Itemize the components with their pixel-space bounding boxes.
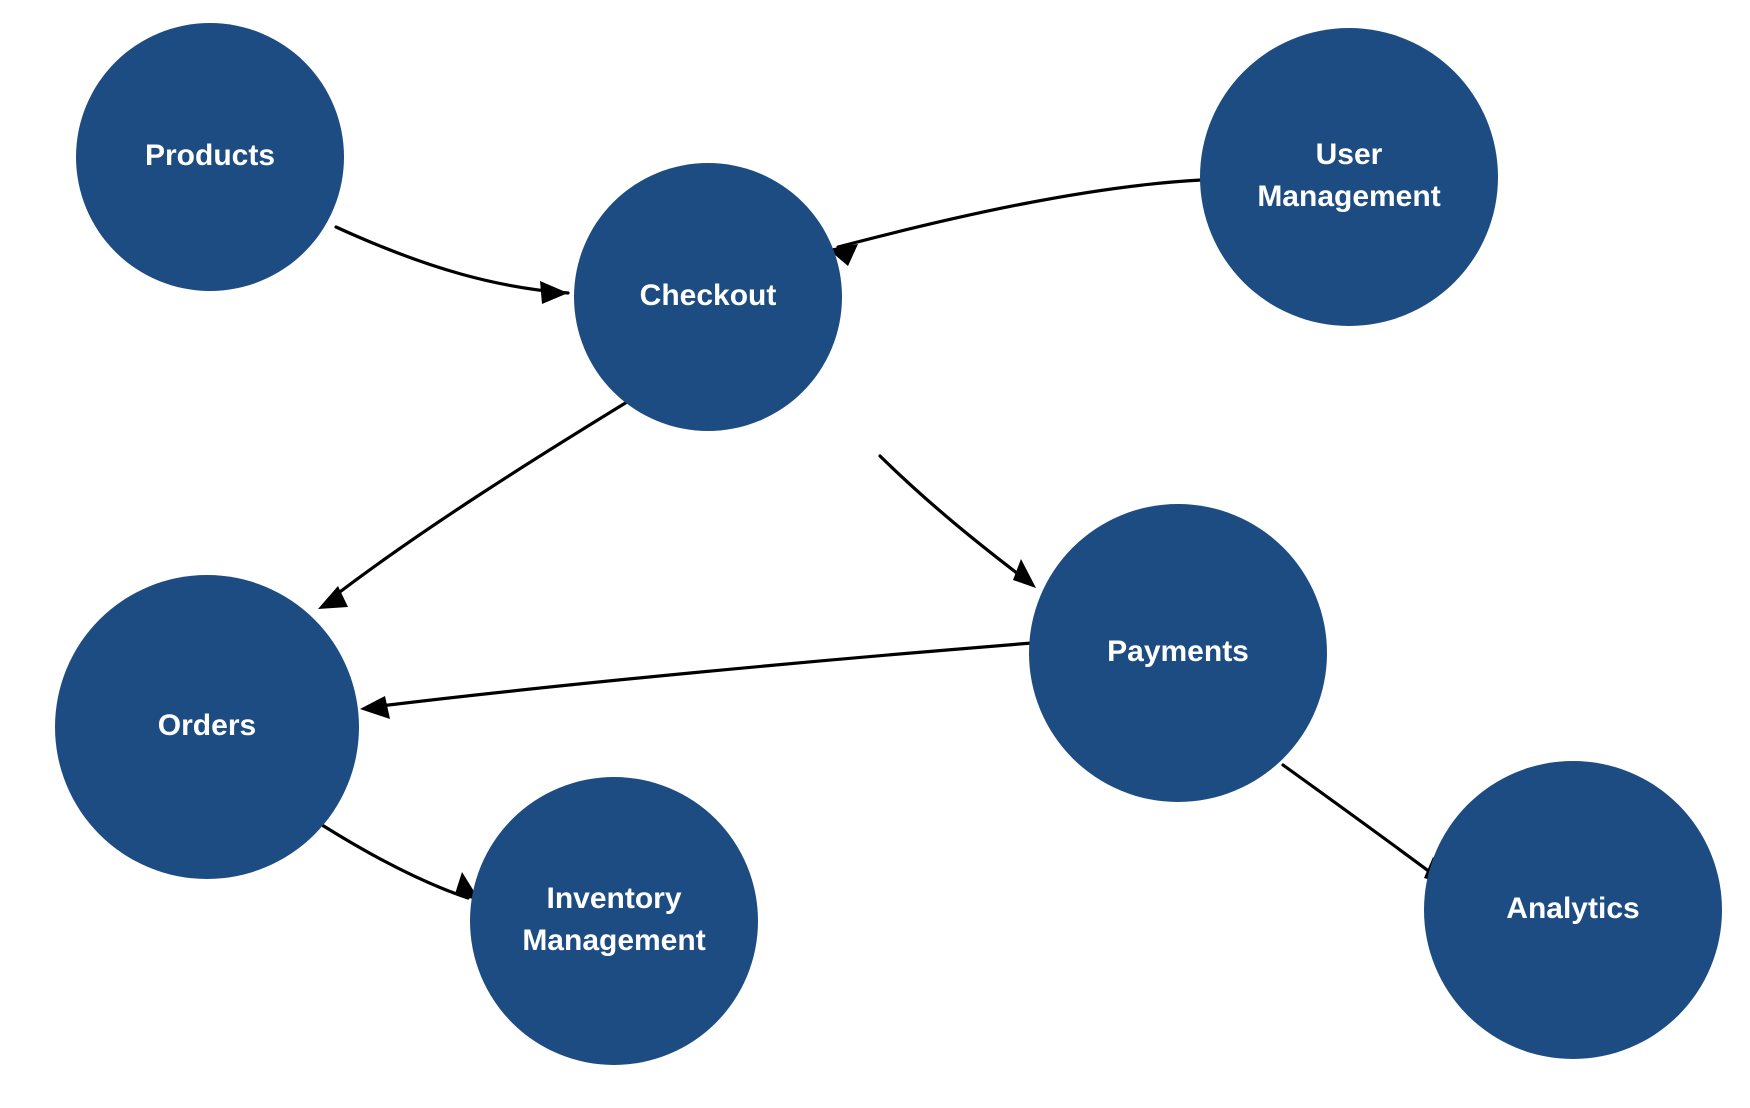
- node-shape[interactable]: [574, 163, 842, 431]
- node-shape[interactable]: [76, 23, 344, 291]
- edge-payments-to-analytics: [1281, 763, 1449, 886]
- edge-orders-to-inventory-management: [320, 823, 480, 901]
- edges-layer: [318, 178, 1449, 901]
- edge-products-to-checkout: [334, 225, 570, 304]
- node-shape[interactable]: [470, 777, 758, 1065]
- edge-checkout-to-payments: [878, 454, 1036, 588]
- edge-line: [370, 641, 1034, 709]
- node-orders[interactable]: Orders: [55, 575, 359, 879]
- node-shape[interactable]: [1029, 504, 1327, 802]
- node-analytics[interactable]: Analytics: [1424, 761, 1722, 1059]
- node-products[interactable]: Products: [76, 23, 344, 291]
- edge-user-management-to-checkout: [828, 178, 1203, 266]
- arrowhead-icon: [540, 281, 568, 304]
- edge-line: [326, 386, 652, 603]
- arrowhead-icon: [828, 244, 858, 266]
- edge-line: [320, 823, 470, 900]
- node-shape[interactable]: [55, 575, 359, 879]
- edge-line: [1281, 763, 1440, 880]
- edge-line: [878, 454, 1028, 582]
- arrowhead-icon: [1013, 559, 1036, 588]
- arrowhead-icon: [360, 696, 390, 719]
- node-shape[interactable]: [1424, 761, 1722, 1059]
- arrowhead-icon: [318, 586, 348, 609]
- node-checkout[interactable]: Checkout: [574, 163, 842, 431]
- edge-line: [836, 178, 1203, 249]
- node-shape[interactable]: [1200, 28, 1498, 326]
- edge-line: [334, 225, 570, 295]
- node-payments[interactable]: Payments: [1029, 504, 1327, 802]
- edge-checkout-to-orders: [318, 386, 652, 609]
- edge-payments-to-orders: [360, 641, 1034, 719]
